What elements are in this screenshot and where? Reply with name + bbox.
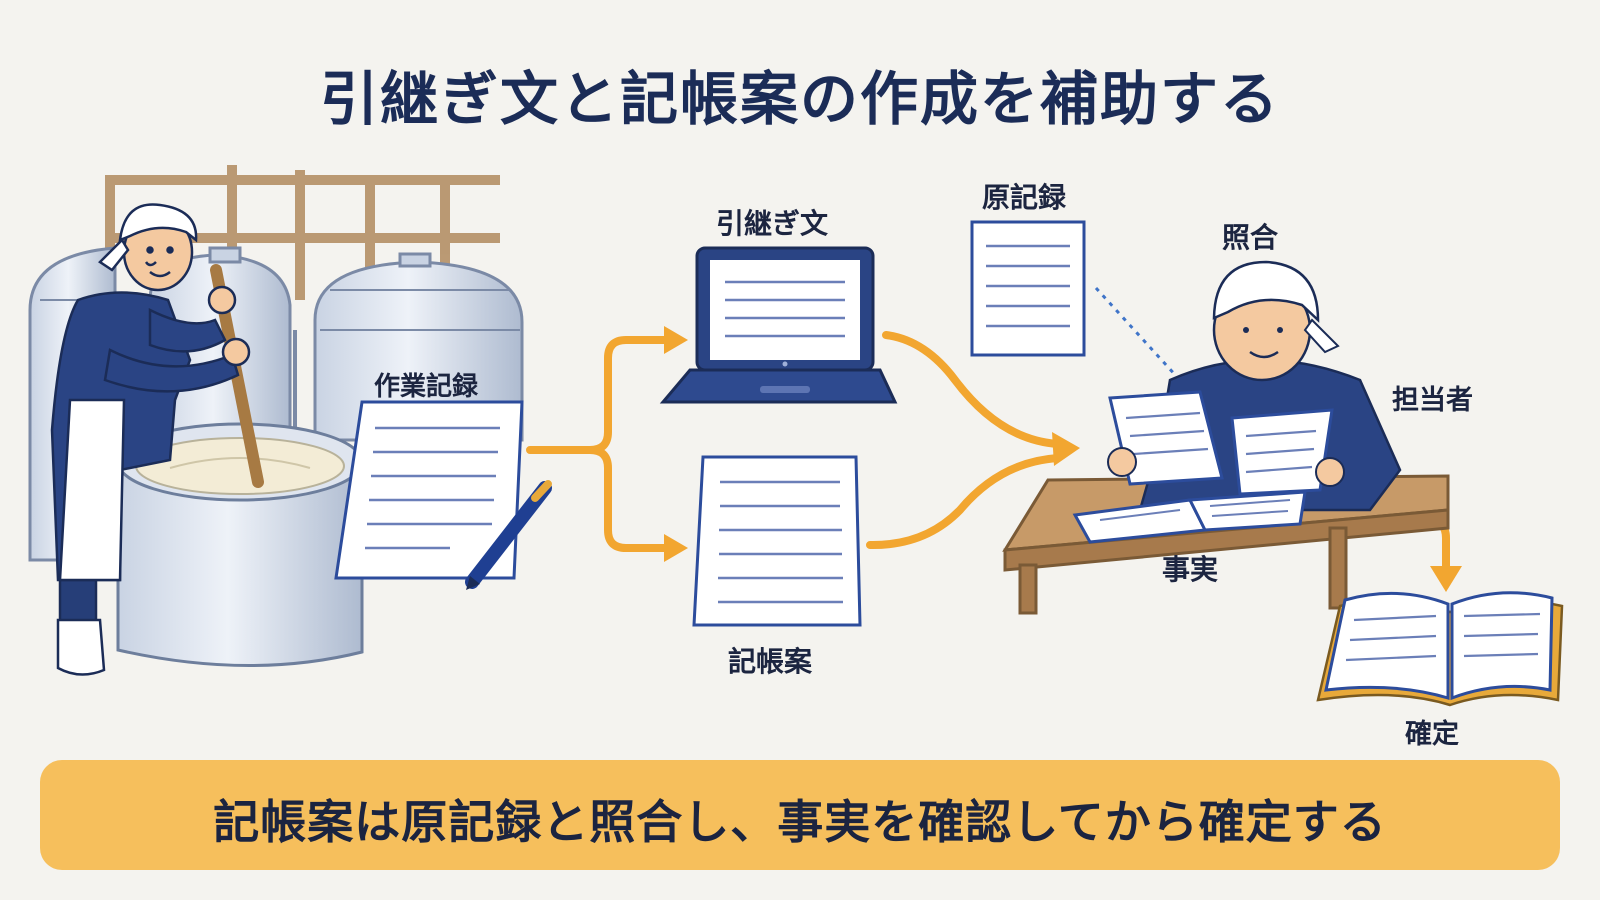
label-handover: 引継ぎ文 (716, 207, 829, 240)
original-record-document-icon (970, 220, 1086, 357)
arrow-icon (586, 446, 676, 552)
open-book-icon (1316, 591, 1564, 707)
arrow-icon (882, 331, 1062, 448)
pen-icon (465, 480, 552, 590)
label-ledger-draft: 記帳案 (728, 645, 813, 678)
arrow-icon (526, 336, 676, 454)
label-facts: 事実 (1162, 553, 1219, 586)
summary-banner: 記帳案は原記録と照合し、事実を確認してから確定する (40, 760, 1560, 870)
label-work-record: 作業記録 (374, 372, 479, 402)
dotted-connector (1094, 286, 1180, 380)
arrow-heads (664, 326, 1462, 592)
arrow-icon (866, 454, 1062, 550)
label-finalize: 確定 (1405, 719, 1459, 750)
laptop-icon (659, 246, 898, 404)
ledger-draft-document-icon (692, 455, 862, 627)
label-person-in-charge: 担当者 (1392, 385, 1473, 416)
label-original-record: 原記録 (982, 181, 1067, 214)
worker-reading-illustration (1002, 260, 1450, 615)
page-title: 引継ぎ文と記帳案の作成を補助する (319, 65, 1280, 133)
brewer-stirring-illustration (28, 165, 524, 676)
summary-banner-text: 記帳案は原記録と照合し、事実を確認してから確定する (213, 795, 1387, 849)
fermentation-vat (116, 422, 364, 667)
label-verification: 照合 (1222, 221, 1279, 254)
brewer-figure (50, 203, 251, 676)
work-record-document-icon (334, 400, 524, 580)
